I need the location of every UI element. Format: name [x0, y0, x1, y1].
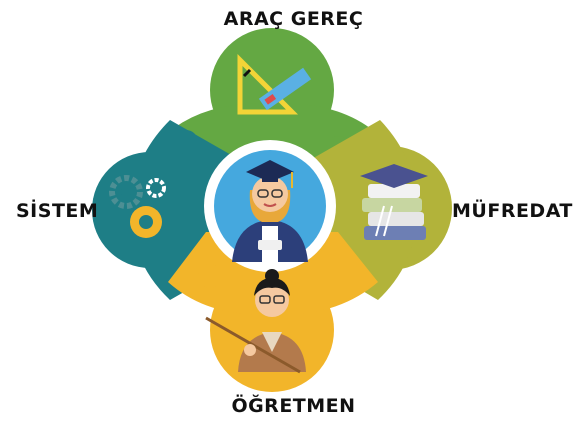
gears-icon — [109, 175, 166, 238]
label-arac-gerec: ARAÇ GEREÇ — [223, 8, 364, 30]
label-mufredat: MÜFREDAT — [452, 200, 573, 222]
graduate-student-icon — [232, 160, 308, 262]
ruler-set-square-icon — [237, 53, 312, 115]
label-sistem: SİSTEM — [16, 200, 99, 222]
label-ogretmen: ÖĞRETMEN — [231, 395, 356, 417]
teacher-with-pointer-icon — [205, 269, 306, 374]
books-graduation-cap-icon — [360, 164, 428, 240]
